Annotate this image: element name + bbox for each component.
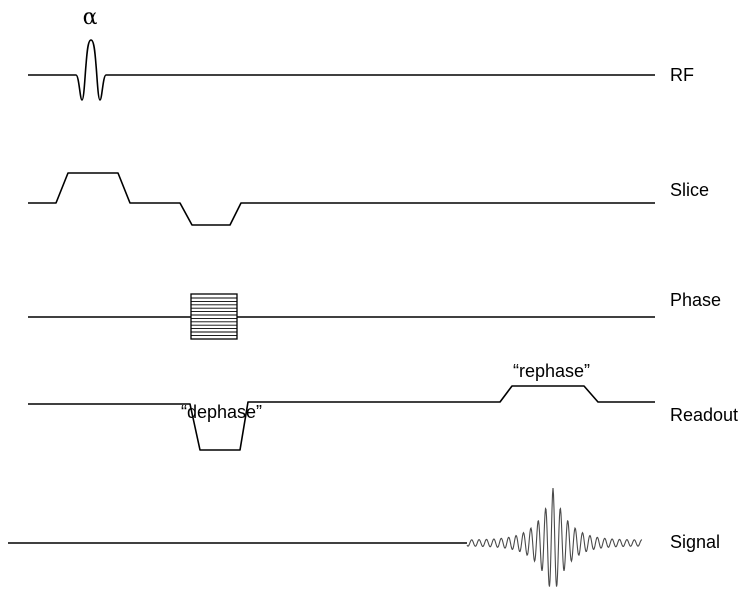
signal-label: Signal	[670, 532, 720, 552]
slice-label: Slice	[670, 180, 709, 200]
rephase-annotation: “rephase”	[513, 361, 590, 381]
phase-encoding-table	[190, 293, 238, 340]
flip-angle-label: α	[83, 5, 98, 30]
dephase-annotation: “dephase”	[181, 402, 262, 422]
rf-label: RF	[670, 65, 694, 85]
echo-signal	[466, 487, 643, 587]
rf-row: α RF	[28, 5, 694, 101]
readout-gradient	[28, 385, 655, 451]
slice-row: Slice	[28, 172, 709, 226]
readout-row: “dephase” “rephase” Readout	[28, 361, 738, 451]
phase-label: Phase	[670, 290, 721, 310]
phase-row: Phase	[28, 290, 721, 340]
slice-gradient	[28, 172, 655, 226]
rf-pulse	[75, 39, 107, 101]
signal-row: Signal	[8, 487, 720, 587]
readout-label: Readout	[670, 405, 738, 425]
